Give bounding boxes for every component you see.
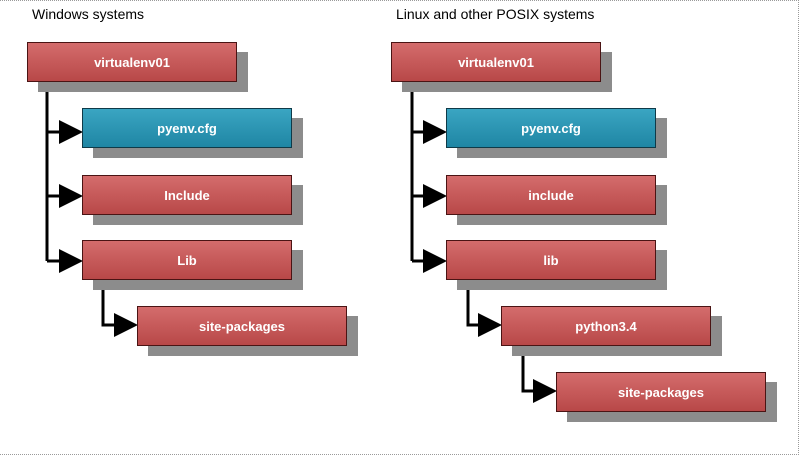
posix-lib-label: lib: [543, 252, 559, 268]
posix-python-node[interactable]: python3.4: [501, 306, 711, 346]
posix-include-label: include: [528, 187, 574, 203]
posix-arrow-site-packages: [521, 344, 557, 403]
posix-include-node[interactable]: include: [446, 175, 656, 215]
windows-pyenv-label: pyenv.cfg: [157, 120, 217, 136]
posix-site-packages-node[interactable]: site-packages: [556, 372, 766, 412]
windows-arrow-site-packages: [101, 279, 138, 337]
posix-site-packages-label: site-packages: [618, 384, 704, 400]
posix-lib-node[interactable]: lib: [446, 240, 656, 280]
posix-pyenv-label: pyenv.cfg: [521, 120, 581, 136]
posix-arrow-python: [466, 279, 502, 337]
posix-heading: Linux and other POSIX systems: [396, 6, 595, 22]
posix-pyenv-node[interactable]: pyenv.cfg: [446, 108, 656, 148]
posix-root-node[interactable]: virtualenv01: [391, 42, 601, 82]
windows-lib-label: Lib: [177, 252, 197, 268]
posix-python-label: python3.4: [575, 318, 637, 334]
windows-pyenv-node[interactable]: pyenv.cfg: [82, 108, 292, 148]
windows-heading: Windows systems: [32, 6, 145, 22]
windows-include-node[interactable]: Include: [82, 175, 292, 215]
windows-root-label: virtualenv01: [94, 54, 170, 70]
posix-root-label: virtualenv01: [458, 54, 534, 70]
windows-include-label: Include: [164, 187, 210, 203]
windows-lib-node[interactable]: Lib: [82, 240, 292, 280]
windows-root-node[interactable]: virtualenv01: [27, 42, 237, 82]
windows-site-packages-node[interactable]: site-packages: [137, 306, 347, 346]
windows-site-packages-label: site-packages: [199, 318, 285, 334]
